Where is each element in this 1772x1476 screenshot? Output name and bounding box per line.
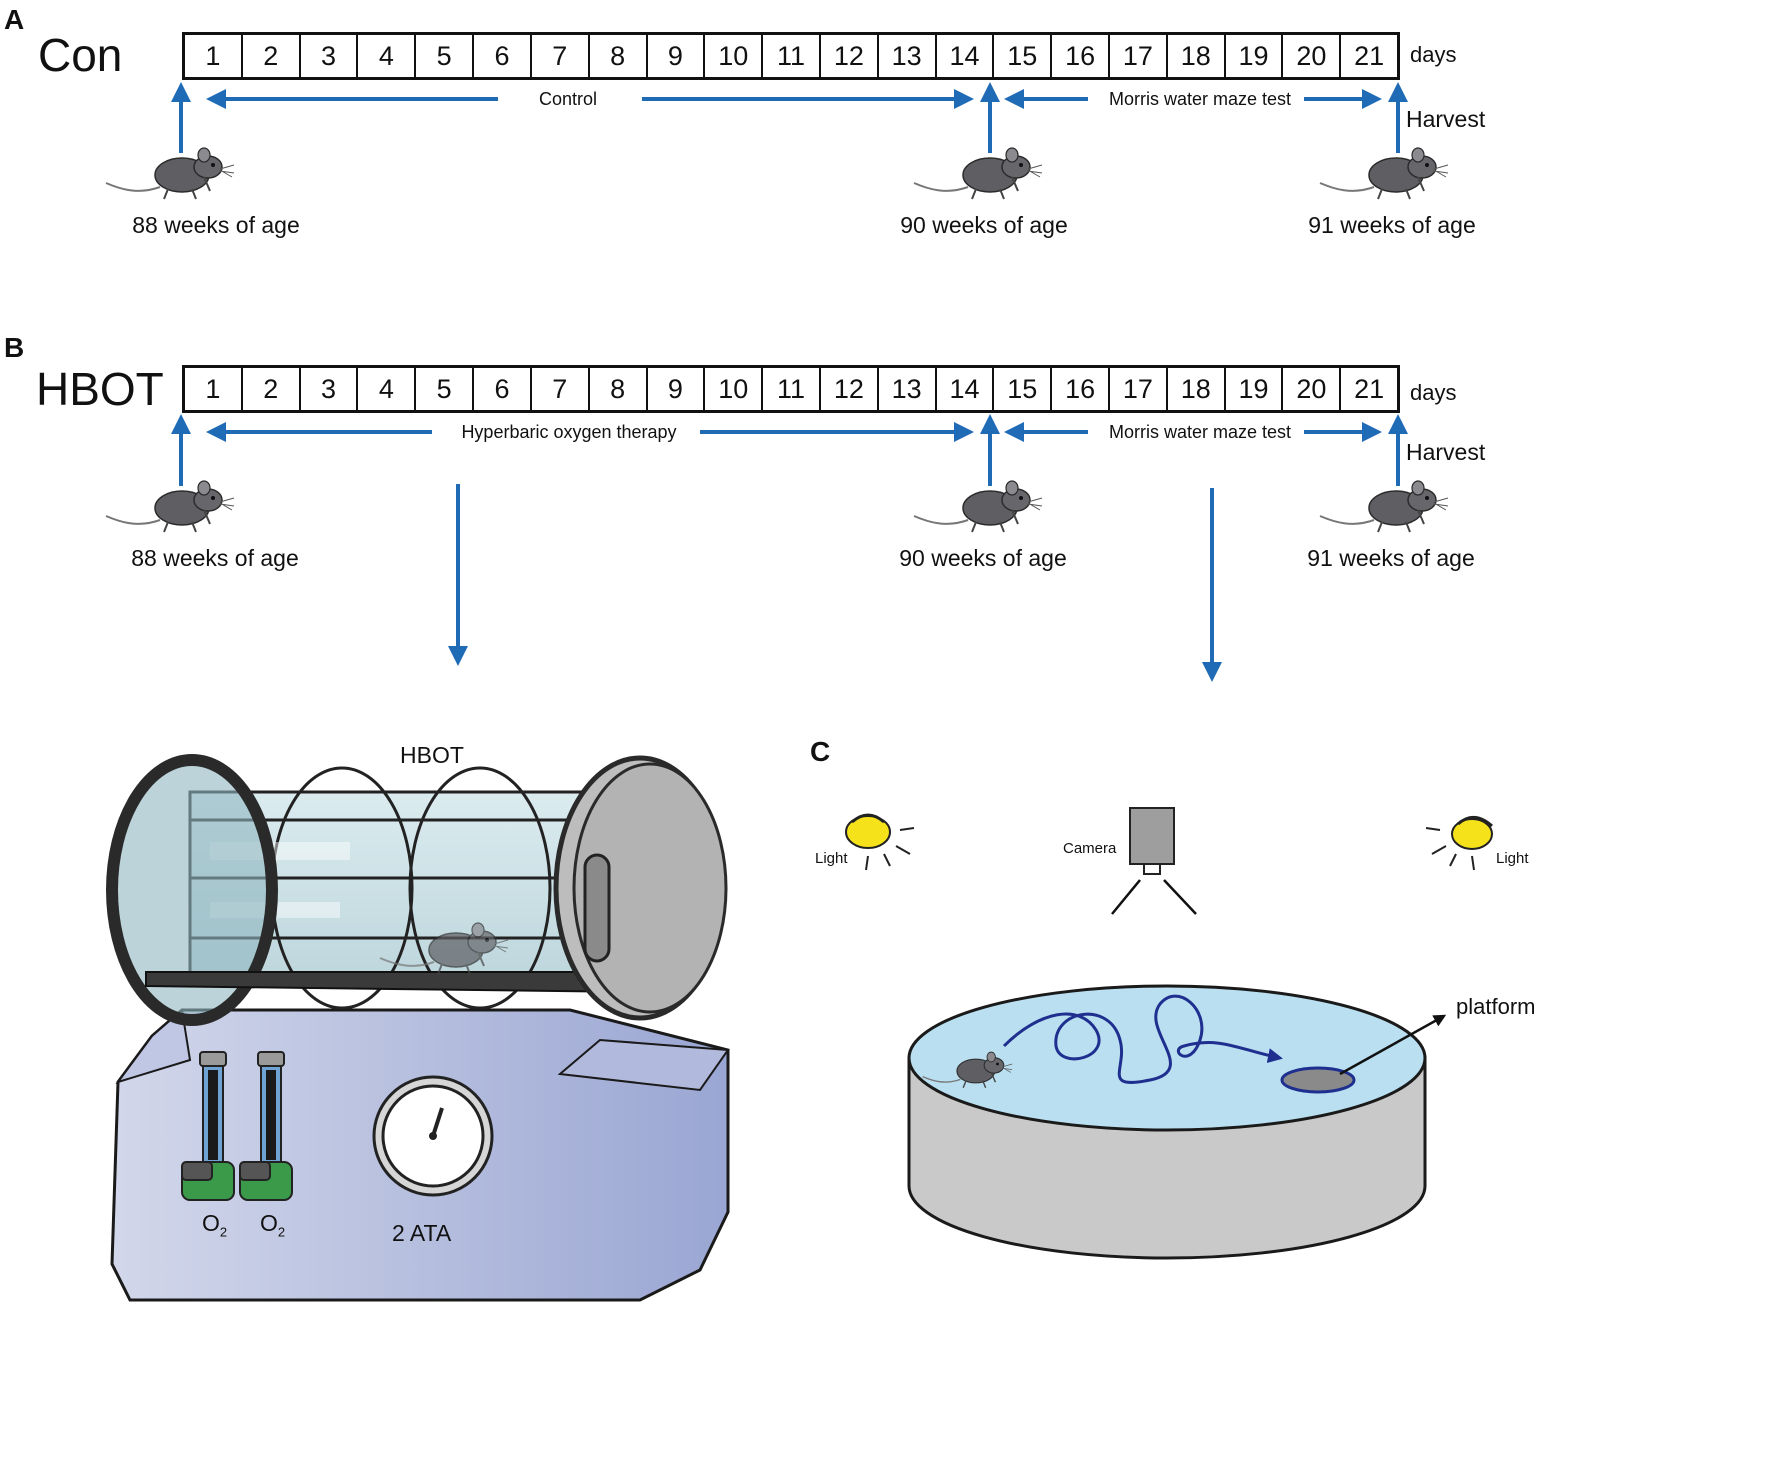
day-cell: 15 [994, 35, 1053, 77]
panel-b-age-2: 90 weeks of age [899, 545, 1067, 571]
day-cell: 11 [763, 35, 821, 77]
o2-label-2-sub: 2 [277, 1224, 286, 1240]
pressure-label: 2 ATA [392, 1220, 452, 1246]
day-cell: 18 [1168, 368, 1226, 410]
mouse-icon [913, 480, 1043, 533]
panel-b-group-label: HBOT [36, 363, 164, 415]
panel-a-arrows [171, 82, 1408, 153]
day-cell: 9 [648, 35, 706, 77]
day-cell: 5 [416, 368, 475, 410]
mouse-icon [105, 147, 235, 200]
mouse-icon [913, 147, 1043, 200]
mouse-icon [1319, 147, 1449, 200]
panel-a-age-2: 90 weeks of age [900, 212, 1068, 238]
camera-label: Camera [1063, 840, 1117, 857]
hbot-chamber-illustration [106, 754, 730, 1302]
panel-a-days-unit: days [1410, 42, 1457, 67]
o2-label-1: O2 [202, 1210, 227, 1240]
panel-a-group-label: Con [38, 29, 123, 81]
day-cell: 18 [1168, 35, 1226, 77]
o2-label-2-text: O [260, 1210, 278, 1236]
panel-a-age-3: 91 weeks of age [1308, 212, 1476, 238]
panel-b-age-1: 88 weeks of age [131, 545, 299, 571]
mouse-icon [105, 480, 235, 533]
day-cell: 6 [474, 368, 532, 410]
panel-b-phase1-label: Hyperbaric oxygen therapy [461, 422, 677, 442]
mouse-icon [1319, 480, 1449, 533]
day-cell: 21 [1354, 40, 1385, 71]
o2-label-1-text: O [202, 1210, 220, 1236]
day-cell: 13 [879, 368, 937, 410]
panel-b-harvest-label: Harvest [1406, 439, 1486, 465]
day-cell: 14 [937, 368, 995, 410]
day-cell: 1 [185, 368, 243, 410]
day-cell: 15 [994, 368, 1053, 410]
day-cell: 3 [301, 35, 359, 77]
light-left-label: Light [815, 850, 848, 867]
chamber-title: HBOT [400, 742, 464, 768]
day-cell: 6 [474, 35, 532, 77]
day-cell: 10 [705, 35, 764, 77]
day-cell: 19 [1226, 368, 1284, 410]
panel-b-age-3: 91 weeks of age [1307, 545, 1475, 571]
water-maze-illustration [845, 807, 1493, 1260]
day-cell: 12 [821, 368, 879, 410]
panel-b-phase2-label: Morris water maze test [1108, 422, 1292, 442]
light-right-label: Light [1496, 850, 1529, 867]
day-cell: 9 [648, 368, 706, 410]
day-cell: 3 [301, 368, 359, 410]
day-cell: 14 [937, 35, 995, 77]
day-cell: 16 [1052, 368, 1110, 410]
day-cell: 19 [1226, 35, 1284, 77]
day-cell: 2 [243, 368, 301, 410]
day-cell: 20 [1283, 368, 1342, 410]
day-cell: 4 [358, 368, 417, 410]
o2-label-2: O2 [260, 1210, 285, 1240]
day-cell: 16 [1052, 35, 1110, 77]
day-cell: 12 [821, 35, 879, 77]
platform-label: platform [1456, 994, 1536, 1019]
day-cell: 8 [590, 35, 648, 77]
day-cell: 7 [532, 35, 590, 77]
panel-a-harvest-label: Harvest [1406, 106, 1486, 132]
panel-c-letter: C [810, 736, 831, 767]
day-cell: 7 [532, 368, 590, 410]
day-cell: 11 [763, 368, 821, 410]
panel-a-age-1: 88 weeks of age [132, 212, 300, 238]
day-cell: 17 [1110, 35, 1168, 77]
day-cell: 2 [243, 35, 301, 77]
day-cell: 13 [879, 35, 937, 77]
panel-a-phase2-label: Morris water maze test [1108, 89, 1292, 109]
day-cell: 20 [1283, 35, 1342, 77]
day-cell: 8 [590, 368, 648, 410]
day-cell: 5 [416, 35, 475, 77]
day-cell: 4 [358, 35, 417, 77]
panel-a-letter: A [4, 4, 25, 35]
panel-a-phase1-label: Control [538, 89, 598, 109]
panel-b-letter: B [4, 332, 25, 363]
o2-label-1-sub: 2 [219, 1224, 228, 1240]
day-cell: 17 [1110, 368, 1168, 410]
day-cell: 10 [705, 368, 764, 410]
panel-b-days-unit: days [1410, 380, 1457, 405]
day-cell: 1 [185, 35, 243, 77]
day-cell: 21 [1354, 373, 1385, 404]
panel-b-arrows [171, 414, 1408, 682]
